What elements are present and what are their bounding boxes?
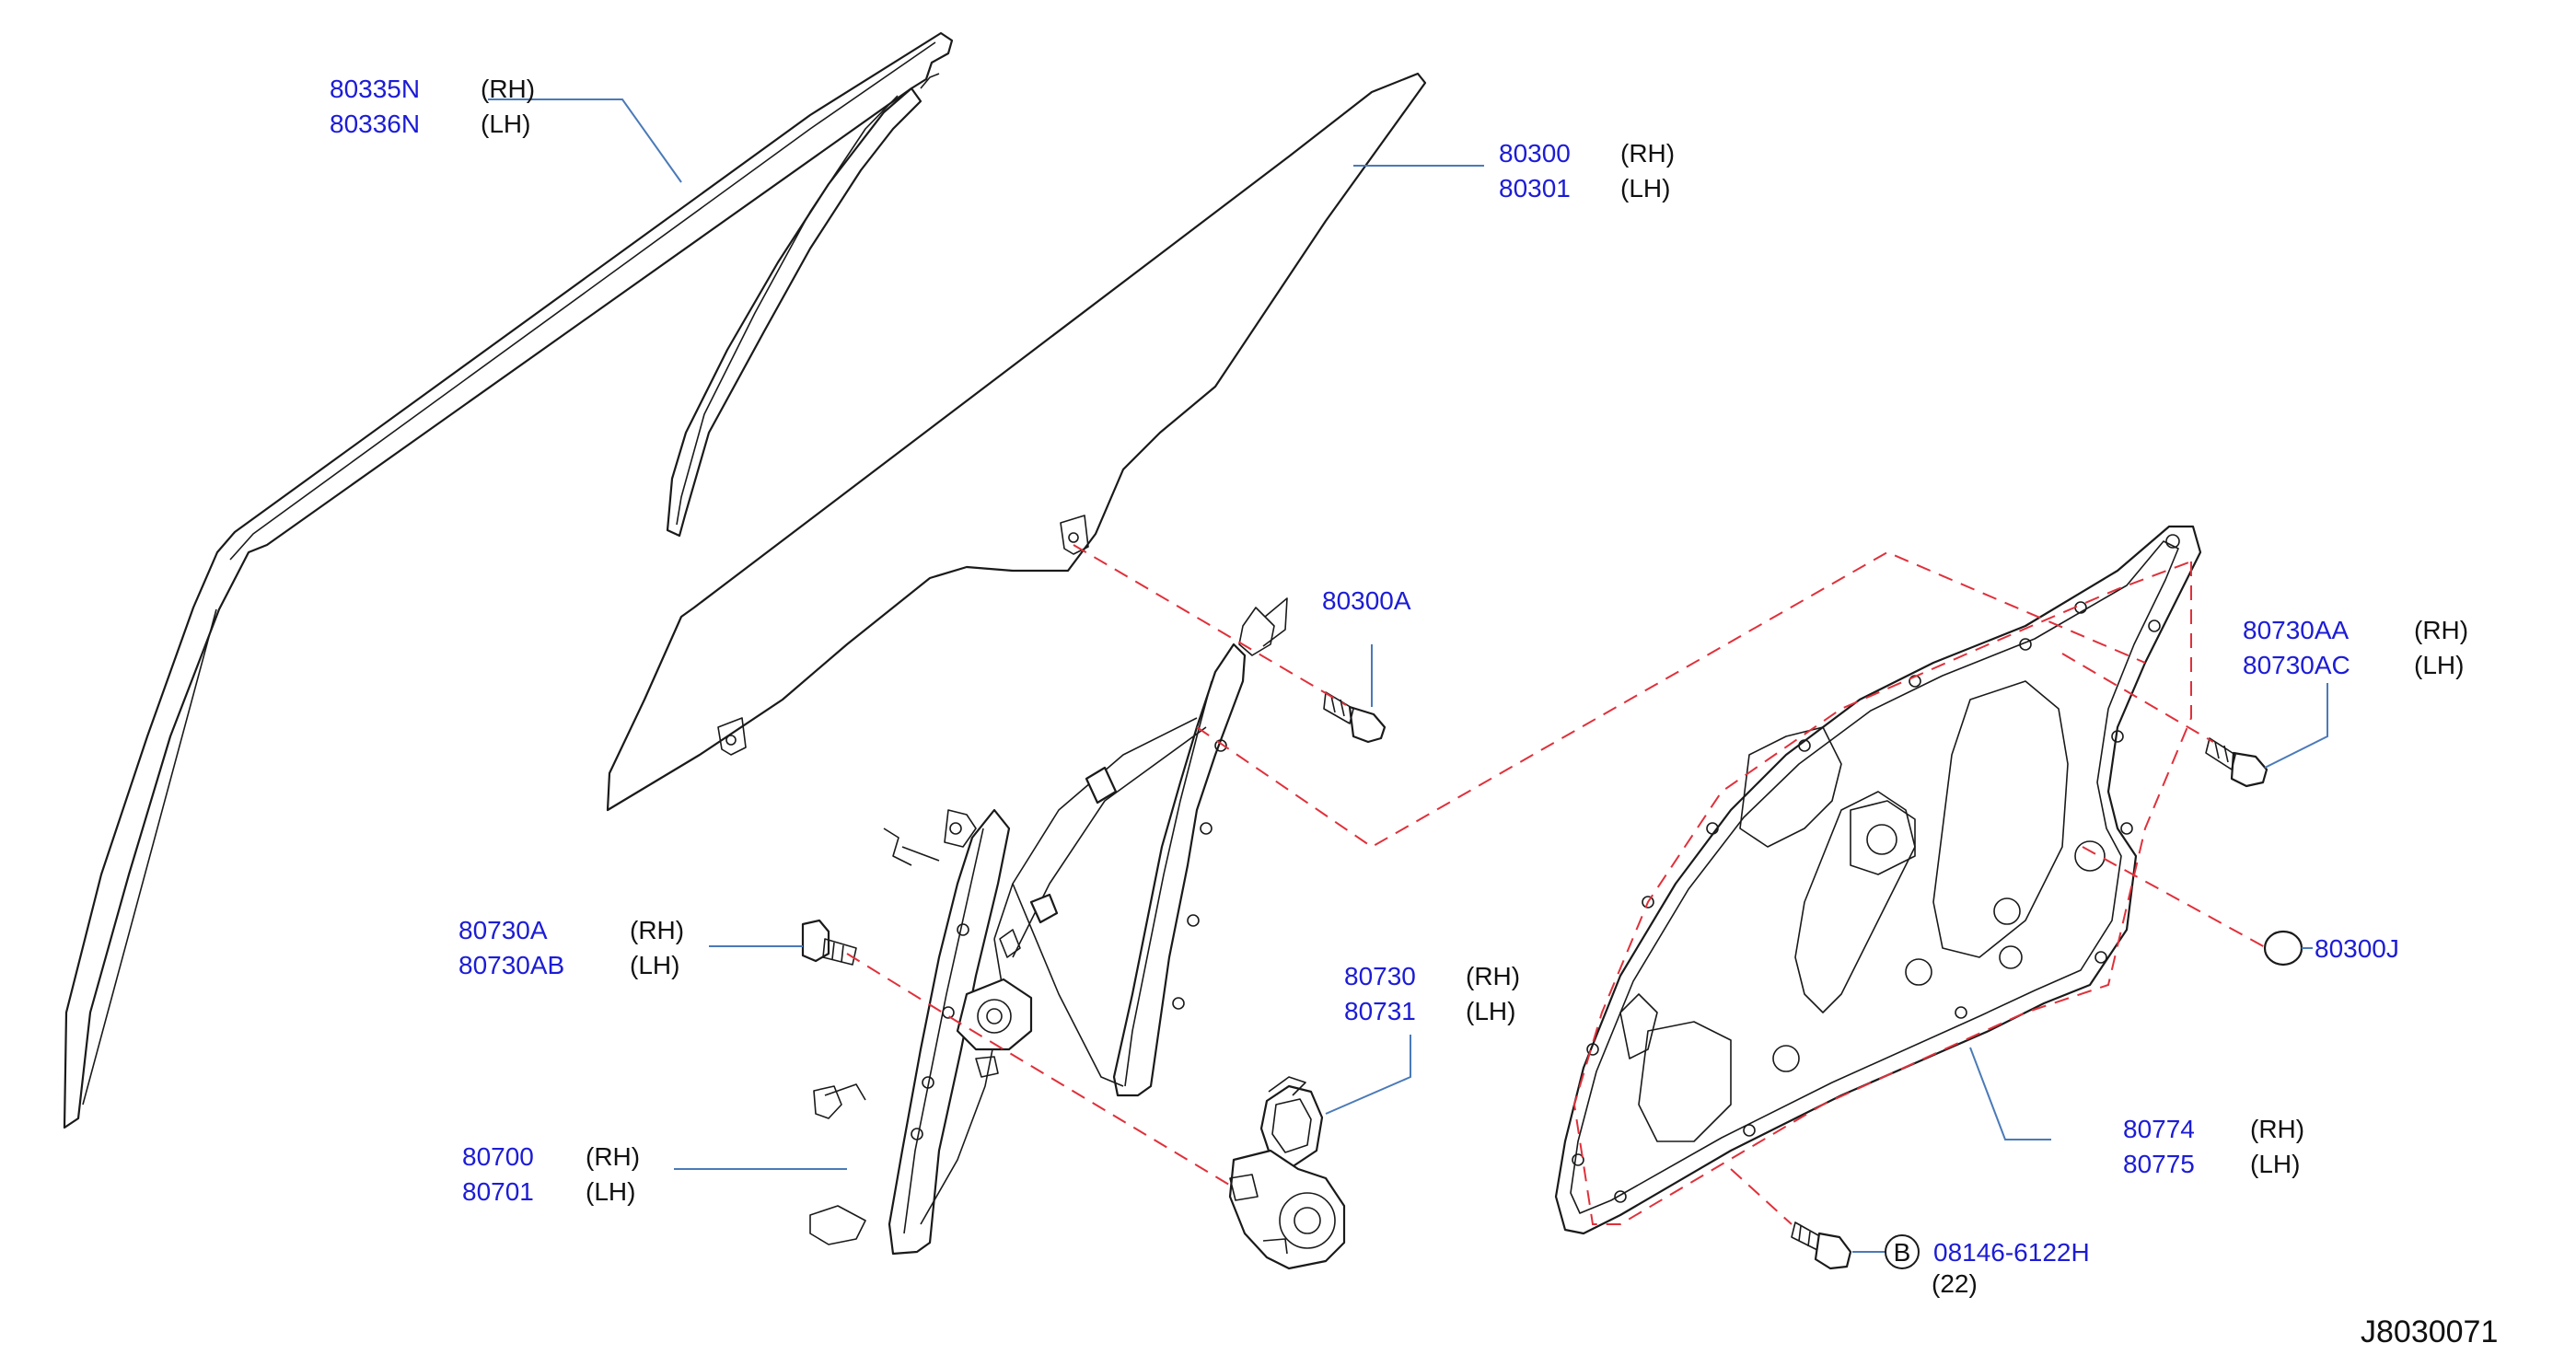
part-number-80700: 80700	[462, 1142, 534, 1171]
side-label-rh: (RH)	[2414, 616, 2468, 644]
part-number-80774: 80774	[2123, 1115, 2195, 1143]
bolt-badge-letter: B	[1894, 1238, 1911, 1267]
side-label-lh: (LH)	[1620, 174, 1670, 203]
part-number-08146-6122H: 08146-6122H	[1933, 1238, 2090, 1267]
callout-module-panel: 80774 (RH) 80775 (LH)	[2123, 1115, 2304, 1178]
callout-grommet: 80300J	[2315, 934, 2399, 963]
window-sash-part	[63, 31, 954, 1129]
glass-bolt-part	[1323, 691, 1387, 744]
panel-bolt-part	[1791, 1221, 1852, 1270]
part-number-80731: 80731	[1344, 997, 1416, 1025]
side-label-rh: (RH)	[630, 916, 684, 944]
window-motor-part	[1228, 1076, 1346, 1270]
part-number-80300: 80300	[1499, 139, 1571, 168]
part-number-80300A: 80300A	[1322, 586, 1411, 615]
side-label-lh: (LH)	[630, 951, 679, 979]
part-number-80336N: 80336N	[330, 110, 420, 138]
side-label-lh: (LH)	[586, 1177, 635, 1206]
side-label-lh: (LH)	[481, 110, 530, 138]
callout-glass-bolt: 80300A	[1322, 586, 1411, 615]
callout-regulator: 80700 (RH) 80701 (LH)	[462, 1142, 640, 1206]
assembly-lines	[846, 544, 2268, 1225]
grommet-part	[2263, 930, 2303, 967]
callout-panel-bolt: B 08146-6122H (22)	[1885, 1234, 2090, 1298]
part-number-80730AC: 80730AC	[2243, 651, 2350, 679]
side-label-rh: (RH)	[1466, 962, 1520, 990]
part-number-80730A: 80730A	[458, 916, 548, 944]
callout-motor: 80730 (RH) 80731 (LH)	[1344, 962, 1520, 1025]
door-glass-part	[606, 72, 1427, 812]
bolt-quantity: (22)	[1932, 1269, 1978, 1298]
leader-lines	[488, 98, 2328, 1253]
regulator-bolt-part	[801, 919, 857, 966]
side-label-rh: (RH)	[586, 1142, 640, 1171]
callout-module-bolt-right: 80730AA (RH) 80730AC (LH)	[2243, 616, 2468, 679]
door-module-panel-part	[1554, 525, 2202, 1235]
window-regulator-part	[809, 597, 1288, 1256]
diagram-reference-code: J8030071	[2361, 1314, 2498, 1349]
part-number-80775: 80775	[2123, 1150, 2195, 1178]
side-label-lh: (LH)	[2414, 651, 2464, 679]
side-label-rh: (RH)	[2250, 1115, 2304, 1143]
side-label-lh: (LH)	[1466, 997, 1515, 1025]
part-number-80730AA: 80730AA	[2243, 616, 2350, 644]
part-number-80335N: 80335N	[330, 75, 420, 103]
side-label-rh: (RH)	[481, 75, 535, 103]
part-number-80701: 80701	[462, 1177, 534, 1206]
module-bolt-right-part	[2205, 737, 2269, 788]
part-number-80301: 80301	[1499, 174, 1571, 203]
callout-glass: 80300 (RH) 80301 (LH)	[1499, 139, 1675, 203]
part-number-80730: 80730	[1344, 962, 1416, 990]
callout-sash: 80335N (RH) 80336N (LH)	[330, 75, 535, 138]
side-label-rh: (RH)	[1620, 139, 1675, 168]
bolt-badge-circle	[1885, 1234, 1920, 1269]
side-label-lh: (LH)	[2250, 1150, 2300, 1178]
part-number-80300J: 80300J	[2315, 934, 2399, 963]
part-number-80730AB: 80730AB	[458, 951, 564, 979]
callout-regulator-bolt: 80730A (RH) 80730AB (LH)	[458, 916, 684, 979]
